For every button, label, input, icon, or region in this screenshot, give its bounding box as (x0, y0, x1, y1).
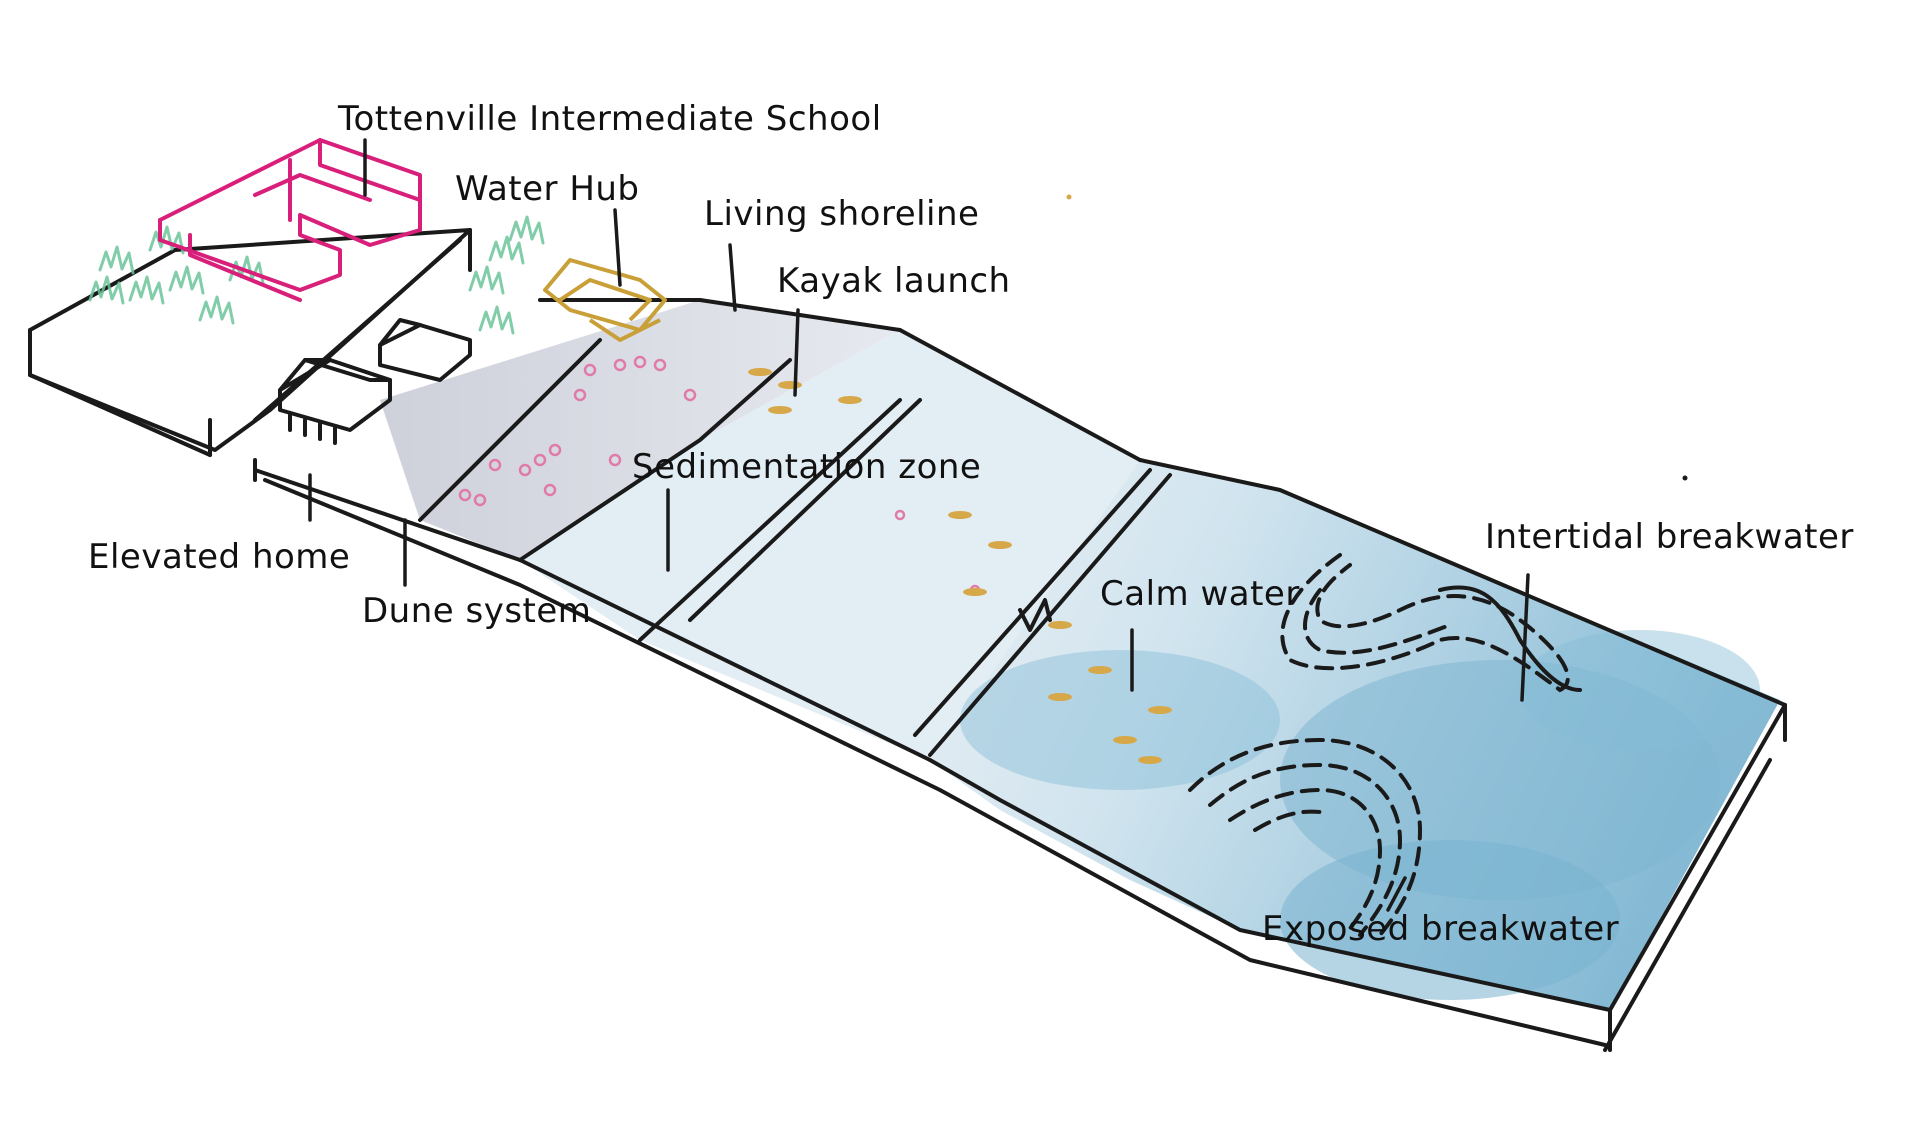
label-school: Tottenville Intermediate School (337, 99, 882, 139)
label-intertidal-breakwater: Intertidal breakwater (1485, 517, 1854, 557)
exposed-breakwater-shape (1188, 737, 1423, 937)
intertidal-breakwater-shape (1280, 553, 1582, 693)
leader-lines (308, 138, 1530, 912)
elevated-homes (278, 318, 472, 445)
vegetation (88, 215, 545, 335)
label-exposed-breakwater: Exposed breakwater (1262, 909, 1619, 949)
label-sedimentation-zone: Sedimentation zone (632, 447, 981, 487)
label-calm-water: Calm water (1100, 574, 1300, 614)
school-building (158, 138, 422, 302)
label-kayak-launch: Kayak launch (777, 261, 1011, 301)
ink-specks (1066, 194, 1688, 481)
labels: Tottenville Intermediate School Water Hu… (88, 99, 1854, 949)
label-elevated-home: Elevated home (88, 537, 350, 577)
label-living-shoreline: Living shoreline (704, 194, 979, 234)
water-hub (543, 258, 667, 342)
label-dune-system: Dune system (362, 591, 591, 631)
label-water-hub: Water Hub (455, 169, 640, 209)
watercolor-wash (380, 300, 1780, 1010)
